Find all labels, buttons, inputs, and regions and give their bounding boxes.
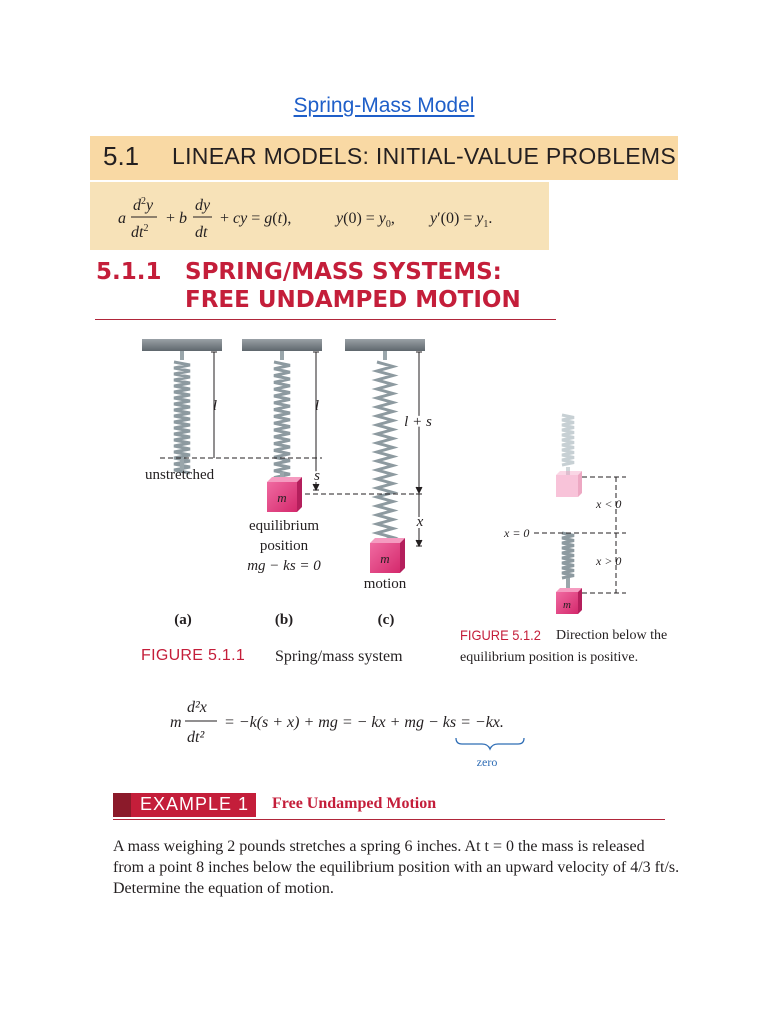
figure-5-1-1-caption-text: Spring/mass system <box>275 648 403 665</box>
subsection-title-line1: SPRING/MASS SYSTEMS: <box>185 259 502 285</box>
section-title: LINEAR MODELS: INITIAL-VALUE PROBLEMS <box>172 143 677 169</box>
mass-b <box>267 477 302 512</box>
example-accent-bar <box>113 793 131 817</box>
figure-5-1-2-caption-label: FIGURE 5.1.2 <box>460 627 541 643</box>
label-x: x <box>416 514 424 530</box>
svg-text:y(0) = y0,: y(0) = y0, <box>334 210 395 230</box>
ivp-equation: a d2y dt2 + b dy dt + cy = g(t), y(0) = … <box>118 196 492 241</box>
subsection-rule <box>95 319 556 320</box>
label-s: s <box>314 468 320 484</box>
mass-label-c: m <box>380 551 389 566</box>
spring-b <box>273 351 291 493</box>
label-l-plus-s: l + s <box>404 414 432 430</box>
spring-faded <box>561 413 575 475</box>
ivp-equation-box <box>90 182 549 250</box>
zero-brace <box>455 737 525 751</box>
svg-text:dt2: dt2 <box>131 223 148 241</box>
subsection-title-line2: FREE UNDAMPED MOTION <box>185 287 521 313</box>
motion-eq-numerator: d²x <box>187 699 207 716</box>
figure-direction-positive: m x < 0 x = 0 x > 0 <box>503 413 626 614</box>
label-x-greater: x > 0 <box>595 554 621 568</box>
figure-spring-mass-system: l l l + s s x m m unstretched equilibriu… <box>142 339 434 628</box>
spring-lower <box>561 531 575 588</box>
label-unstretched: unstretched <box>145 467 215 483</box>
example-title: Free Undamped Motion <box>272 795 437 812</box>
figure-5-1-2-caption-text-line1: Direction below the <box>556 628 668 643</box>
section-header-bar <box>90 136 678 180</box>
label-l-a: l <box>213 398 217 414</box>
svg-text:+ cy = g(t),: + cy = g(t), <box>220 210 291 227</box>
example-text: A mass weighing 2 pounds stretches a spr… <box>113 836 680 899</box>
example-label-box <box>131 793 256 817</box>
motion-eq-rhs: = −k(s + x) + mg = − kx + mg − ks = −kx. <box>224 714 504 731</box>
svg-text:dy: dy <box>195 197 211 214</box>
example-line-2: from a point 8 inches below the equilibr… <box>113 859 680 876</box>
figure-5-1-2-caption-text-line2: equilibrium position is positive. <box>460 650 639 665</box>
spring-c <box>371 351 399 553</box>
svg-text:y′(0) = y1.: y′(0) = y1. <box>428 210 492 230</box>
label-motion: motion <box>364 576 407 592</box>
label-equilibrium-3: mg − ks = 0 <box>247 558 321 574</box>
panel-b-label: (b) <box>275 612 293 628</box>
document-title[interactable]: Spring-Mass Model <box>293 94 475 117</box>
motion-equation: m d²x dt² = −k(s + x) + mg = − kx + mg −… <box>170 699 525 769</box>
ceiling-c <box>345 339 425 351</box>
motion-eq-denominator: dt² <box>187 729 205 746</box>
svg-text:+ b: + b <box>166 210 187 227</box>
label-x-zero: x = 0 <box>503 526 529 540</box>
motion-eq-m: m <box>170 714 182 731</box>
mass-c <box>370 538 405 573</box>
ceiling-b <box>242 339 322 351</box>
example-rule <box>113 819 665 820</box>
label-l-b: l <box>315 398 319 414</box>
example-line-3: Determine the equation of motion. <box>113 880 334 897</box>
mass-faded <box>556 471 582 497</box>
zero-brace-label: zero <box>477 755 498 769</box>
example-label: EXAMPLE 1 <box>140 794 250 814</box>
spring-a <box>173 351 191 475</box>
example-line-1: A mass weighing 2 pounds stretches a spr… <box>113 838 645 855</box>
panel-a-label: (a) <box>174 612 192 628</box>
mass-label-lower: m <box>563 599 571 611</box>
section-number: 5.1 <box>103 141 140 171</box>
mass-lower <box>556 588 582 614</box>
label-x-less: x < 0 <box>595 497 621 511</box>
label-equilibrium-2: position <box>260 538 309 554</box>
svg-text:dt: dt <box>195 224 208 241</box>
svg-text:d2y: d2y <box>133 196 154 214</box>
ceiling-a <box>142 339 222 351</box>
panel-c-label: (c) <box>378 612 395 628</box>
figure-5-1-1-caption-label: FIGURE 5.1.1 <box>141 647 246 664</box>
svg-text:a: a <box>118 210 126 227</box>
mass-label-b: m <box>277 490 286 505</box>
subsection-number: 5.1.1 <box>96 259 162 285</box>
label-equilibrium-1: equilibrium <box>249 518 319 534</box>
